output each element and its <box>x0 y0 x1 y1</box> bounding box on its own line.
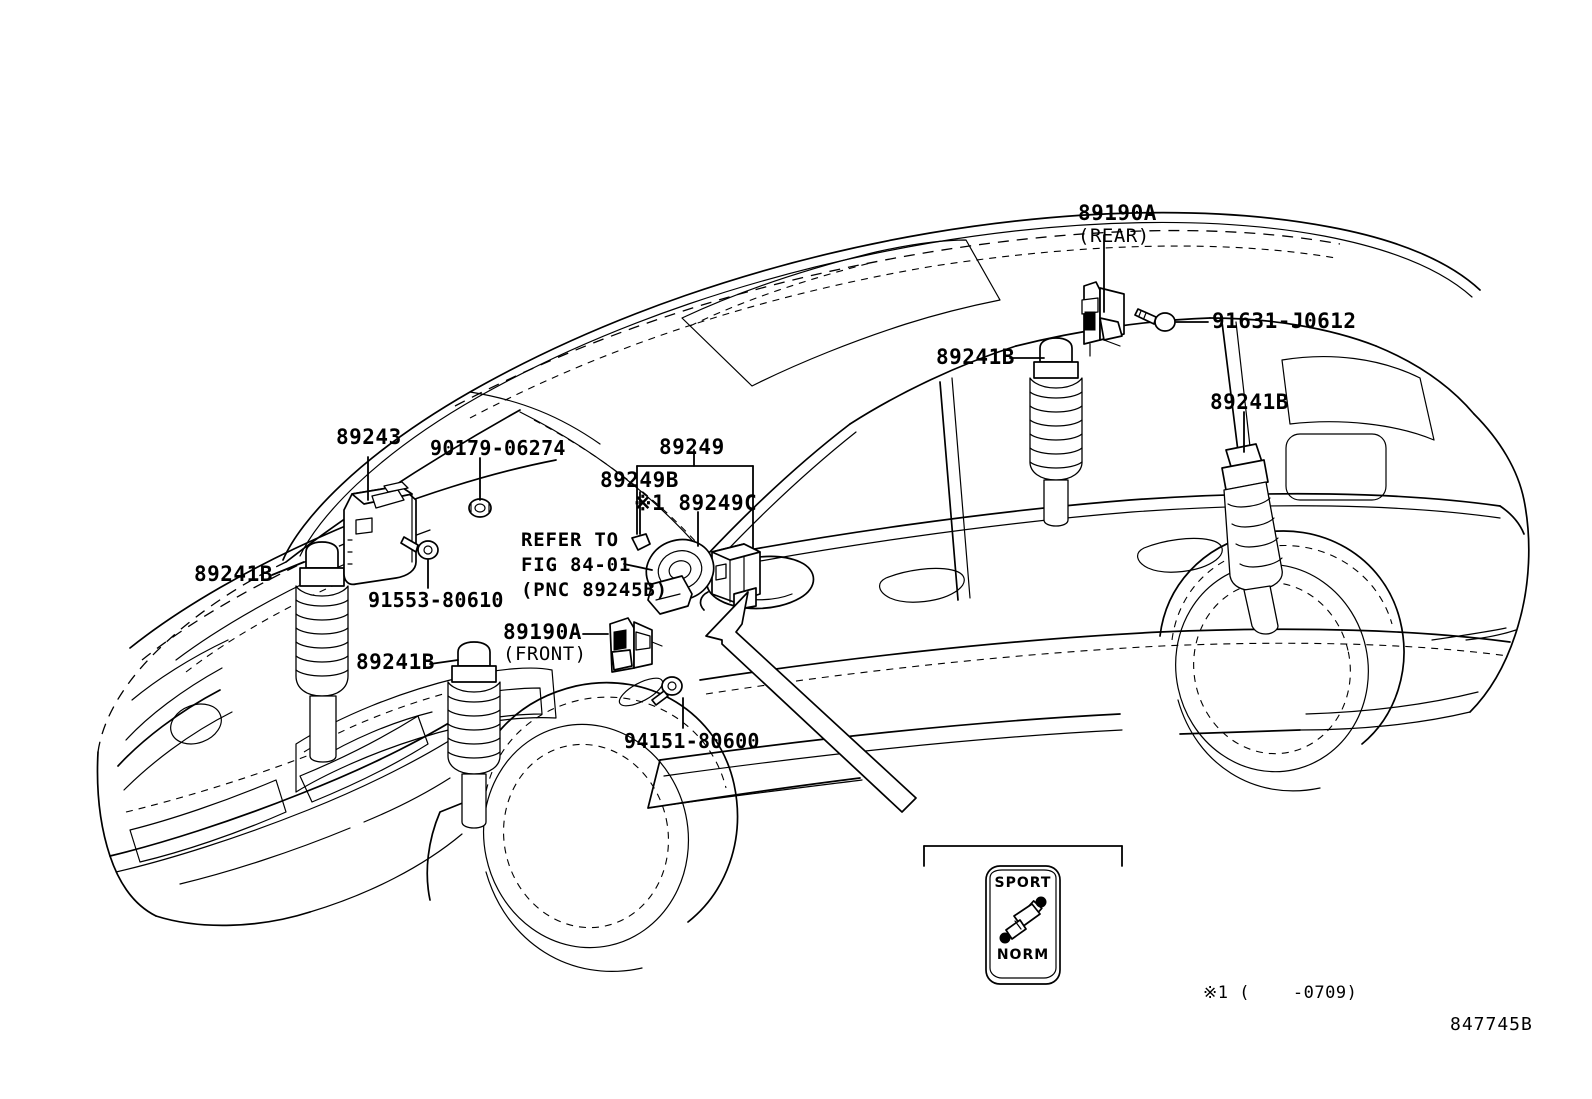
shock-absorber-rear-left <box>1029 337 1083 527</box>
callout-bracket-b: 89249B <box>600 468 679 492</box>
bracket-assembly-89249 <box>631 533 761 611</box>
sport-norm-switch[interactable] <box>985 865 1061 985</box>
refer-to-line1: REFER TO <box>521 529 619 551</box>
callout-ecu: 89243 <box>336 425 402 449</box>
callout-absorber-front-left: 89241B <box>194 562 273 586</box>
spiral-cable-89245b <box>645 538 715 615</box>
refer-to-line3: (PNC 89245B) <box>521 579 668 601</box>
bolt-91631-J0612 <box>1134 308 1176 332</box>
leader-lines <box>271 234 1245 729</box>
callout-ecu-nut: 90179-06274 <box>430 436 566 460</box>
callout-absorber-rear-left: 89241B <box>936 345 1015 369</box>
callout-rear-height-sensor-part: 89190A <box>1078 201 1157 225</box>
callout-absorber-front-right: 89241B <box>356 650 435 674</box>
callout-bracket-group: 89249 <box>659 435 725 459</box>
switch-callout-bracket <box>923 845 1123 867</box>
callout-front-height-sensor-qualifier: (FRONT) <box>503 643 587 665</box>
shock-absorber-front-left <box>295 541 349 763</box>
suspension-ecu-module <box>343 481 417 586</box>
height-control-sensor-front <box>609 617 663 673</box>
height-control-sensor-rear <box>1081 281 1125 357</box>
callout-bracket-c: ※1 89249C <box>634 491 758 515</box>
callout-front-sensor-bolt: 94151-80600 <box>624 729 760 753</box>
callout-rear-height-sensor-qualifier: (REAR) <box>1078 225 1150 247</box>
footnote-date-range: ※1 ( -0709) <box>1203 983 1358 1003</box>
figure-id: 847745B <box>1450 1014 1533 1035</box>
shock-absorber-front-right <box>447 641 501 829</box>
refer-to-line2: FIG 84-01 <box>521 554 632 576</box>
callout-front-height-sensor-part: 89190A <box>503 620 582 644</box>
shock-absorber-icon <box>999 896 1047 944</box>
car-body-outline <box>96 211 1530 972</box>
callout-rear-sensor-bolt: 91631-J0612 <box>1212 309 1357 333</box>
bolt-94151-80600 <box>618 676 683 707</box>
callout-absorber-rear-right: 89241B <box>1210 390 1289 414</box>
shock-absorber-rear-right <box>1221 443 1283 635</box>
nut-90179-06274 <box>468 498 492 518</box>
switch-label-sport: SPORT <box>994 875 1052 891</box>
switch-label-norm: NORM <box>996 947 1050 963</box>
callout-ecu-screw: 91553-80610 <box>368 588 504 612</box>
pointer-arrow <box>705 591 917 813</box>
screw-91553-80610 <box>400 536 439 560</box>
